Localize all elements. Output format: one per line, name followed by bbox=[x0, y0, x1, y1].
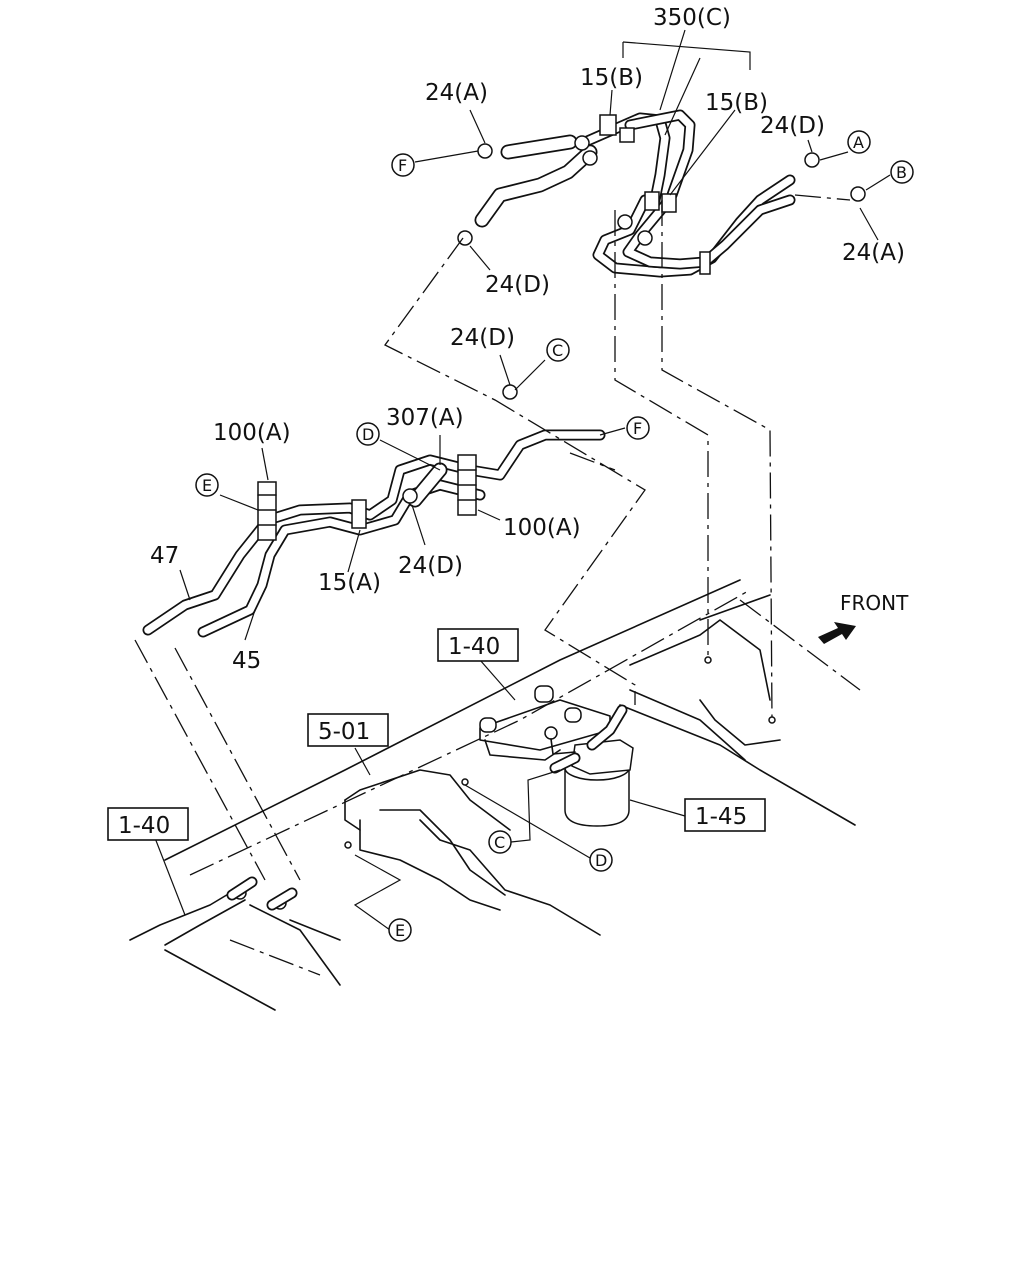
label-24d-mid: 24(D) bbox=[450, 325, 515, 351]
label-350c: 350(C) bbox=[653, 5, 731, 31]
bracket-bolt bbox=[479, 717, 497, 733]
part-labels: 350(C) 15(B) 15(B) 24(A) 24(D) 24(A) 24(… bbox=[150, 5, 909, 674]
callout-e-low: E bbox=[388, 918, 412, 942]
ref-box-5-01: 5-01 bbox=[307, 713, 389, 747]
label-15b-top: 15(B) bbox=[580, 65, 643, 91]
svg-text:C: C bbox=[552, 341, 563, 360]
label-15a: 15(A) bbox=[318, 570, 381, 596]
svg-text:E: E bbox=[395, 921, 405, 940]
label-24a-top: 24(A) bbox=[425, 80, 488, 106]
bracket-bolt bbox=[534, 685, 554, 703]
front-arrow-icon bbox=[818, 622, 856, 644]
ref-box-1-45: 1-45 bbox=[684, 798, 766, 832]
label-307a: 307(A) bbox=[386, 405, 464, 431]
hose-clamp bbox=[477, 143, 493, 159]
svg-text:D: D bbox=[362, 425, 374, 444]
clip bbox=[661, 193, 677, 213]
label-100a-left: 100(A) bbox=[213, 420, 291, 446]
clip-100a bbox=[257, 481, 277, 541]
hose-clamp bbox=[457, 230, 473, 246]
clip bbox=[619, 127, 635, 143]
label-24d-right: 24(D) bbox=[760, 113, 825, 139]
chassis-frame bbox=[129, 579, 861, 1011]
label-front: FRONT bbox=[840, 591, 909, 615]
callout-d-mid: D bbox=[356, 422, 380, 446]
callout-d-low: D bbox=[589, 848, 613, 872]
svg-text:1-45: 1-45 bbox=[695, 804, 747, 830]
clip bbox=[644, 191, 660, 211]
svg-text:1-40: 1-40 bbox=[448, 634, 500, 660]
leader-lines bbox=[154, 29, 891, 931]
svg-text:F: F bbox=[633, 419, 642, 438]
label-24a-right: 24(A) bbox=[842, 240, 905, 266]
label-100a-right: 100(A) bbox=[503, 515, 581, 541]
callout-e-left: E bbox=[195, 473, 219, 497]
svg-text:C: C bbox=[494, 833, 505, 852]
ref-box-1-40-left: 1-40 bbox=[107, 807, 189, 841]
routing-lines bbox=[134, 194, 851, 881]
callout-a-top: A bbox=[847, 130, 871, 154]
hose-clamp bbox=[850, 186, 866, 202]
svg-text:5-01: 5-01 bbox=[318, 719, 370, 745]
svg-text:1-40: 1-40 bbox=[118, 813, 170, 839]
clip bbox=[699, 251, 711, 275]
upper-pipe-assembly bbox=[457, 109, 866, 278]
mid-pipe-assembly bbox=[142, 384, 606, 911]
svg-text:E: E bbox=[202, 476, 212, 495]
callout-c-low: C bbox=[488, 830, 512, 854]
hose-clamp bbox=[804, 152, 820, 168]
callout-b-top: B bbox=[890, 160, 914, 184]
label-47: 47 bbox=[150, 543, 179, 569]
label-45: 45 bbox=[232, 648, 261, 674]
clip-15a bbox=[351, 499, 367, 529]
svg-text:A: A bbox=[853, 133, 864, 152]
bracket-bolt bbox=[564, 707, 582, 723]
callout-c-upper: C bbox=[546, 338, 570, 362]
label-24d-low: 24(D) bbox=[398, 553, 463, 579]
svg-text:F: F bbox=[398, 156, 407, 175]
fuel-filter-assembly bbox=[479, 685, 634, 827]
hose-clamp bbox=[502, 384, 518, 400]
svg-text:D: D bbox=[595, 851, 607, 870]
svg-text:B: B bbox=[896, 163, 907, 182]
callout-f-top: F bbox=[391, 153, 415, 177]
callout-f-mid: F bbox=[626, 416, 650, 440]
label-24d-upper: 24(D) bbox=[485, 272, 550, 298]
fuel-filter-canister bbox=[564, 769, 630, 827]
clip-15b bbox=[599, 114, 617, 136]
label-15b-right: 15(B) bbox=[705, 90, 768, 116]
ref-box-1-40-mid: 1-40 bbox=[437, 628, 519, 662]
